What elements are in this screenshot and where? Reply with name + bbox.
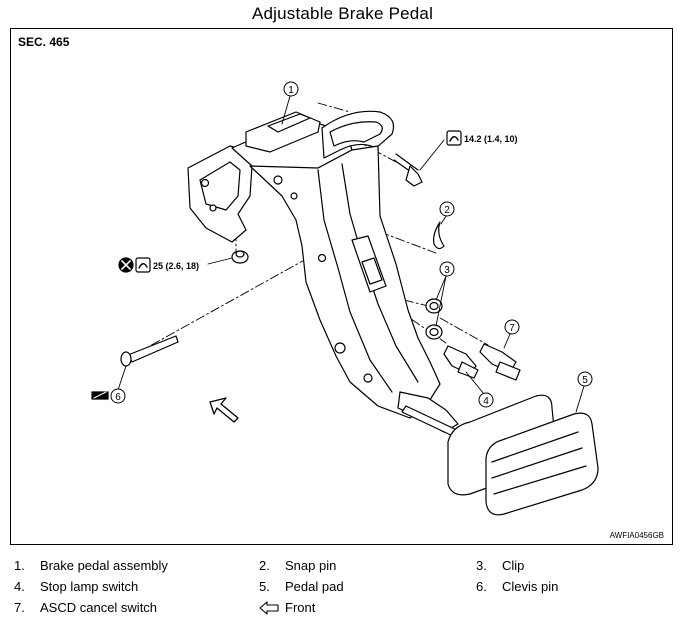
do-not-reuse-icon xyxy=(118,257,134,273)
figure-code: AWFIA0456GB xyxy=(609,531,664,540)
callout-6: 6 xyxy=(115,392,121,403)
callout-7: 7 xyxy=(509,323,515,334)
torque-wrench-icon-lower xyxy=(135,257,151,273)
clevis-pin xyxy=(120,335,179,367)
legend-item: 2.Snap pin xyxy=(259,558,337,573)
front-arrow-icon xyxy=(209,397,239,423)
front-arrow-icon xyxy=(259,601,279,615)
legend-item: 7.ASCD cancel switch xyxy=(14,600,158,615)
leader-lines xyxy=(117,95,585,413)
legend-item: 3.Clip xyxy=(476,558,525,573)
clips xyxy=(425,298,443,340)
callout-3: 3 xyxy=(444,265,450,276)
callout-1: 1 xyxy=(288,85,294,96)
upper-bolt xyxy=(393,153,423,187)
section-label: SEC. 465 xyxy=(18,35,70,49)
callout-2: 2 xyxy=(444,205,450,216)
diagram-frame xyxy=(10,28,673,545)
callout-4: 4 xyxy=(483,396,489,407)
ascd-cancel-switch xyxy=(479,343,521,381)
legend-item: 4.Stop lamp switch xyxy=(14,579,139,594)
torque-spec-lower: 25 (2.6, 18) xyxy=(153,261,199,271)
legend-item: 5.Pedal pad xyxy=(259,579,344,594)
legend-item: 1.Brake pedal assembly xyxy=(14,558,168,573)
snap-pin xyxy=(433,221,445,250)
torque-wrench-icon-upper xyxy=(446,130,462,146)
pedal-pad xyxy=(447,394,599,516)
lower-nut xyxy=(231,250,249,264)
brake-pedal-assembly xyxy=(187,110,479,447)
legend-item-front: Front xyxy=(259,600,315,615)
legend-item: 6.Clevis pin xyxy=(476,579,559,594)
stop-lamp-switch xyxy=(443,345,479,379)
grease-icon xyxy=(91,391,109,400)
callout-circles xyxy=(110,81,593,408)
page-title: Adjustable Brake Pedal xyxy=(251,4,434,23)
callout-5: 5 xyxy=(582,375,588,386)
torque-spec-upper: 14.2 (1.4, 10) xyxy=(464,134,518,144)
